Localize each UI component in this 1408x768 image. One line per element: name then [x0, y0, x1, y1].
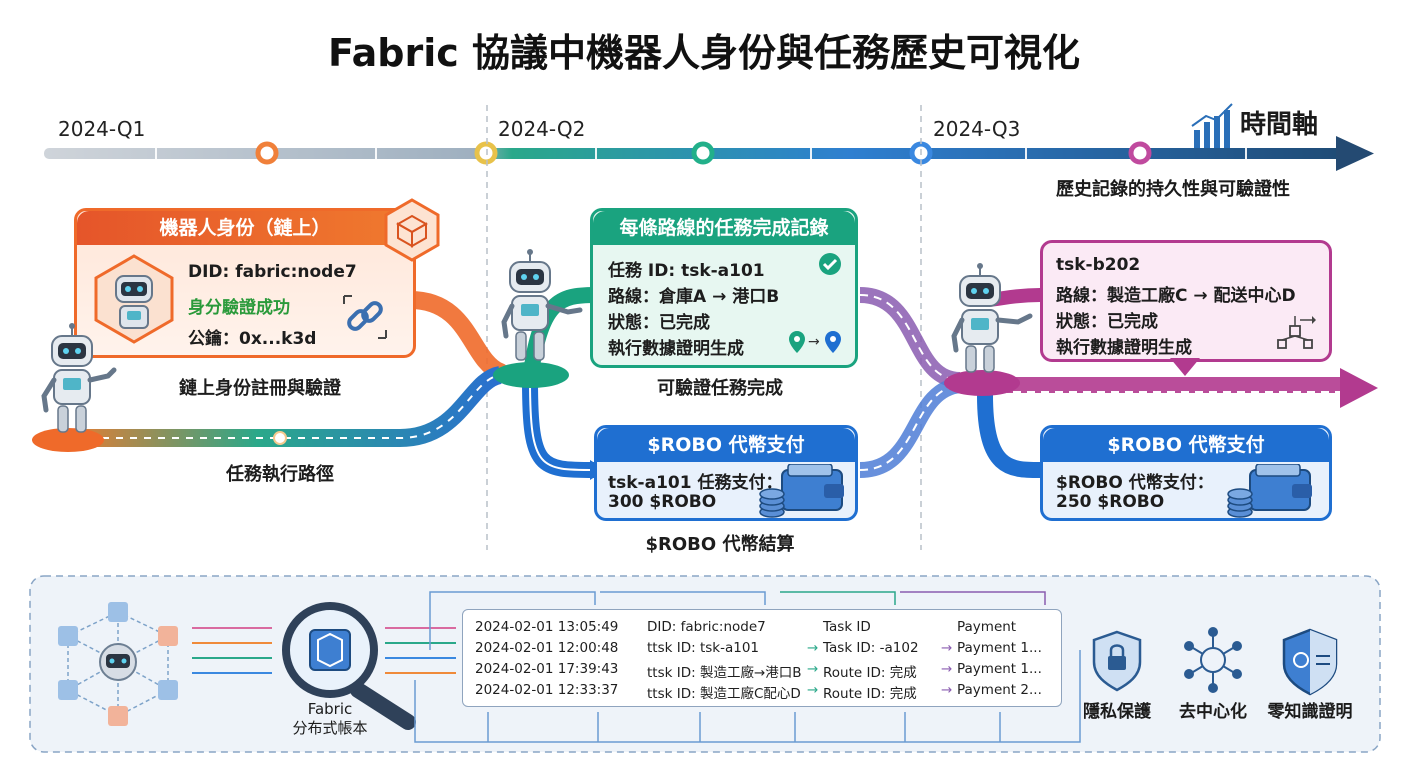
timeline-label-q3: 2024-Q3 [933, 117, 1021, 141]
identity-robot-avatar [94, 254, 174, 344]
ledger-label-distributed: 分布式帳本 [292, 719, 368, 737]
magnifier-icon [282, 602, 416, 730]
arrow-icon: → [807, 661, 819, 677]
decentralized-network-icon [1184, 627, 1242, 693]
ledger-row-4-time: 2024-02-01 12:33:37 [475, 682, 619, 698]
identity-did: DID: fabric:node7 [188, 262, 357, 282]
ledger-source-label: Fabric 分布式帳本 [290, 700, 370, 738]
task-b-proof: 執行數據證明生成 [1056, 338, 1192, 358]
task-b-id: tsk-b202 [1056, 255, 1141, 275]
inbound-arrows [192, 627, 272, 674]
ledger-row-1-id: DID: fabric:node7 [647, 619, 766, 635]
ledger-connectors [414, 591, 1081, 743]
ledger-row-2-id: ttsk ID: tsk-a101 [647, 640, 760, 656]
ledger-header-task: Task ID [823, 619, 871, 635]
timeline-arrowhead [1336, 136, 1374, 171]
payment-a-amount: 300 $ROBO [608, 492, 717, 512]
task-a-id: 任務 ID: tsk-a101 [608, 261, 765, 281]
task-card-b-pointer [1170, 358, 1200, 376]
task-a-proof: 執行數據證明生成 [608, 339, 744, 359]
chain-link-icon [343, 295, 387, 339]
flow-diagram-icon [1277, 316, 1316, 349]
ledger-label-fabric: Fabric [307, 700, 353, 718]
bar-chart-icon [1191, 103, 1233, 148]
ledger-row-4-task: Route ID: 完成 [823, 686, 917, 702]
ledger-row-3-task: Route ID: 完成 [823, 665, 917, 681]
ledger-row-1-time: 2024-02-01 13:05:49 [475, 619, 619, 635]
robot-q2-icon [501, 249, 583, 361]
identity-caption: 鏈上身份註冊與驗證 [179, 378, 341, 399]
arrow-icon: → [807, 682, 819, 698]
identity-card-header: 機器人身份（鏈上） [77, 211, 413, 245]
task-a-route: 路線：倉庫A → 港口B [608, 287, 780, 307]
feature-privacy-label: 隱私保護 [1083, 702, 1151, 722]
arrow-icon: → [941, 661, 953, 677]
identity-verified-status: 身分驗證成功 [188, 298, 290, 318]
timeline-label-q1: 2024-Q1 [58, 117, 146, 141]
task-card-a: 每條路線的任務完成記錄 [590, 208, 858, 368]
svg-text:→: → [808, 334, 820, 350]
robot-platform-q1 [32, 428, 104, 452]
ledger-row-3-payment: Payment 1... [957, 661, 1042, 677]
blockchain-cube-icon [384, 198, 440, 262]
ledger-header-payment: Payment [957, 619, 1017, 635]
task-b-route: 路線：製造工廠C → 配送中心D [1056, 286, 1296, 306]
robot-q1-icon [41, 323, 117, 433]
ledger-table: 2024-02-01 13:05:49 DID: fabric:node7 Ta… [462, 609, 1062, 707]
timeline-label-q2: 2024-Q2 [498, 117, 586, 141]
wallet-coins-icon [759, 464, 844, 518]
robot-q3-icon [951, 263, 1033, 373]
payment-b-amount: 250 $ROBO [1056, 492, 1165, 512]
outbound-arrows [385, 627, 456, 674]
path-caption: 任務執行路徑 [226, 464, 334, 485]
payment-card-a-header: $ROBO 代幣支付 [597, 428, 855, 462]
payment-a-caption: $ROBO 代幣結算 [645, 534, 795, 555]
ledger-row-2-time: 2024-02-01 12:00:48 [475, 640, 619, 656]
task-card-a-header: 每條路線的任務完成記錄 [593, 211, 855, 245]
flow-arrowhead-q3 [1340, 368, 1378, 408]
privacy-shield-icon [1092, 630, 1142, 692]
identity-public-key: 公鑰：0x...k3d [188, 329, 317, 349]
network-nodes [58, 602, 178, 726]
arrow-icon: → [941, 640, 953, 656]
check-icon [819, 253, 841, 275]
task-a-status: 狀態：已完成 [608, 313, 710, 333]
ledger-row-3-id: ttsk ID: 製造工廠→港口B [647, 665, 802, 681]
ledger-row-4-id: ttsk ID: 製造工廠C配心D [647, 686, 801, 702]
ledger-row-2-task: Task ID: -a102 [823, 640, 919, 656]
ledger-row-2-payment: Payment 1... [957, 640, 1042, 656]
path-dot [273, 431, 287, 445]
ledger-row-3-time: 2024-02-01 17:39:43 [475, 661, 619, 677]
page-title: Fabric 協議中機器人身份與任務歷史可視化 [327, 31, 1081, 75]
timeline-subtitle: 歷史記錄的持久性與可驗證性 [1056, 179, 1290, 200]
feature-zk-label: 零知識證明 [1267, 702, 1353, 722]
payment-card-b-header: $ROBO 代幣支付 [1043, 428, 1329, 462]
arrow-icon: → [941, 682, 953, 698]
timeline-axis-label: 時間軸 [1240, 110, 1319, 140]
task-a-caption: 可驗證任務完成 [657, 378, 783, 399]
arrow-icon: → [807, 640, 819, 656]
robot-platform-q2 [493, 362, 569, 388]
wallet-coins-icon-b [1227, 464, 1312, 518]
payment-b-line1: $ROBO 代幣支付： [1056, 473, 1214, 493]
route-pin-icon: → [789, 331, 841, 353]
ledger-row-4-payment: Payment 2... [957, 682, 1042, 698]
feature-decentralized-label: 去中心化 [1179, 702, 1247, 722]
zero-knowledge-shield-icon [1282, 628, 1338, 696]
task-b-status: 狀態：已完成 [1056, 312, 1158, 332]
robot-platform-q3 [944, 370, 1020, 396]
payment-a-line1: tsk-a101 任務支付： [608, 473, 783, 493]
